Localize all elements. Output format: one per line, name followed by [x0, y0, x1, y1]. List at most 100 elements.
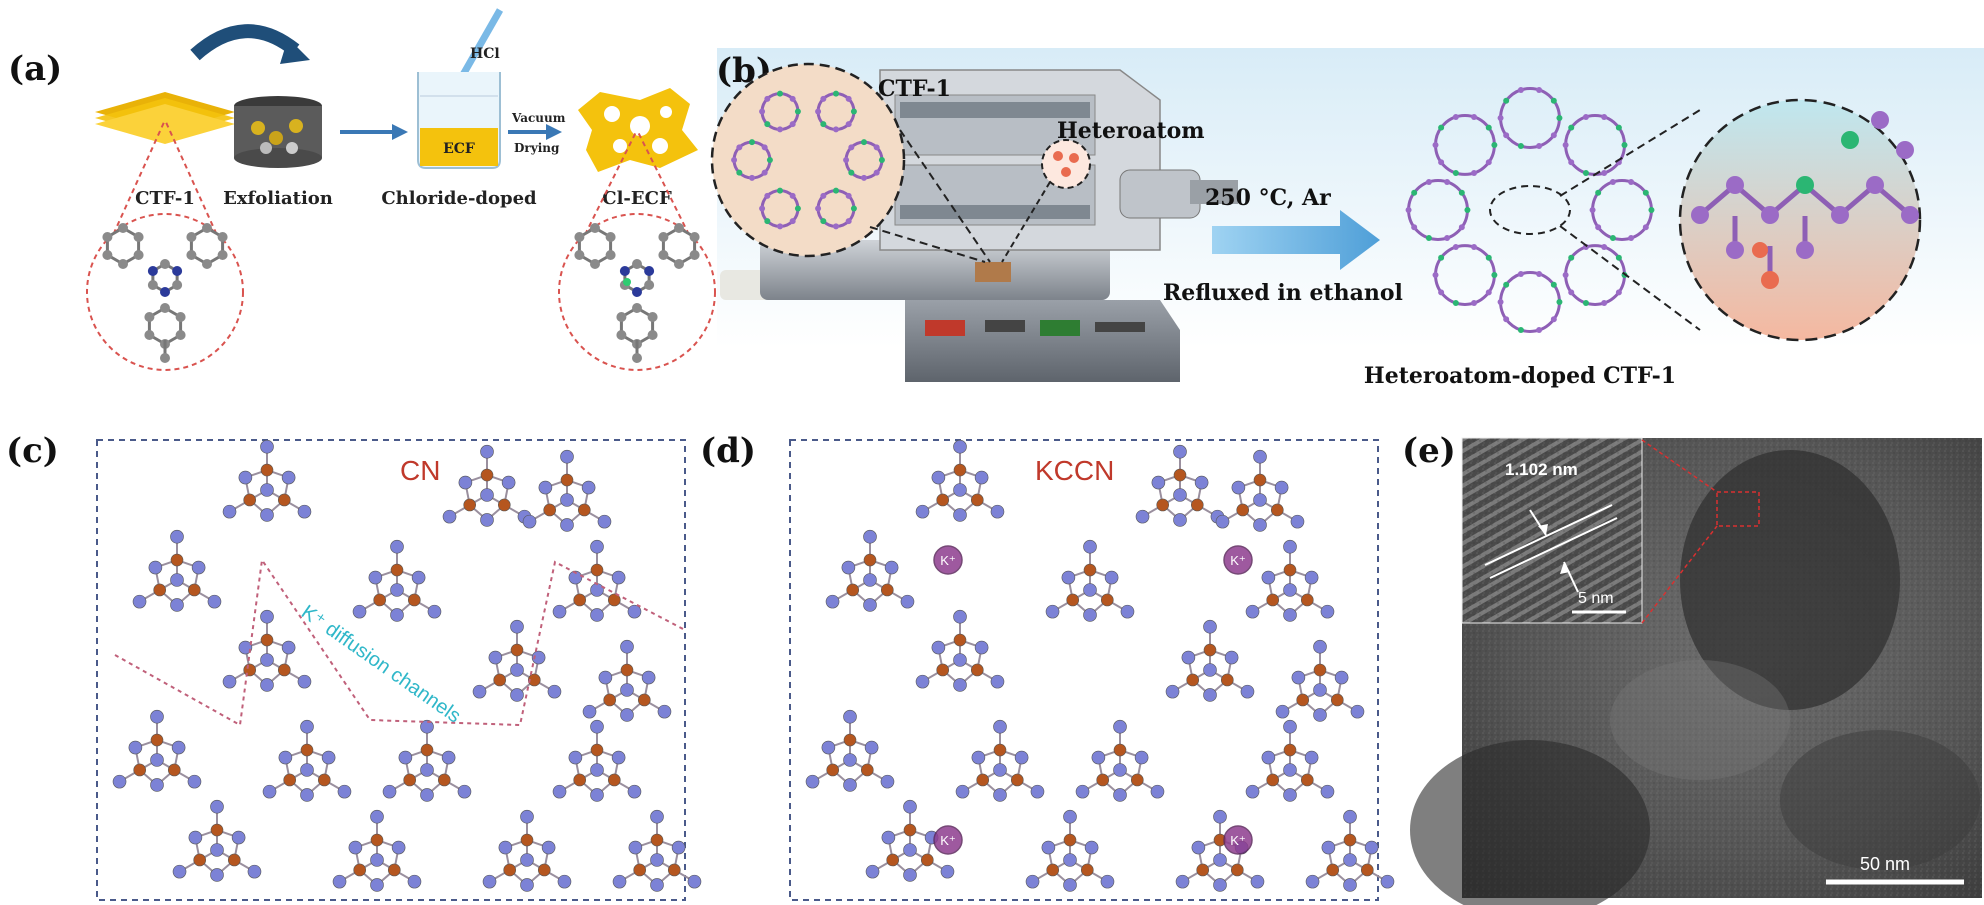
carbon-atom [886, 853, 900, 867]
nitrogen-atom [940, 864, 955, 879]
nitrogen-atom [1245, 784, 1260, 799]
carbon-atom [674, 259, 684, 269]
nitrogen-atom [1150, 784, 1165, 799]
panel-d-frame [789, 439, 1379, 901]
nitrogen-atom [993, 719, 1007, 734]
inset-scale-label: 5 nm [1578, 590, 1614, 607]
panel-d: (d) KCCN K⁺K⁺K⁺K⁺ [700, 431, 1395, 901]
framework-atom [845, 218, 852, 225]
carbon-atom [860, 763, 874, 777]
nitrogen-atom [1275, 704, 1290, 719]
framework-atom [843, 157, 850, 163]
nitrogen-atom [222, 504, 237, 519]
nitrogen-atom [510, 619, 524, 634]
framework-atom [1615, 124, 1622, 131]
particle-dark-1 [1680, 450, 1900, 710]
nitrogen-atom [547, 684, 562, 699]
framework-atom [1503, 97, 1510, 104]
framework-atom [848, 144, 855, 151]
nitrogen-atom [501, 475, 516, 490]
nitrogen-atom [321, 750, 336, 765]
carbon-atom [202, 223, 212, 233]
heteroatom [1752, 242, 1768, 258]
nitrogen-atom [552, 604, 567, 619]
nitrogen-atom [210, 799, 224, 814]
nitrogen-atom [590, 539, 604, 554]
carbon-atom [147, 280, 158, 290]
framework-atom [1405, 207, 1412, 213]
nitrogen-atom [238, 470, 253, 485]
framework-atom [820, 95, 827, 102]
carbon-atom [210, 823, 224, 837]
nitrogen-atom [1045, 604, 1060, 619]
display-left [925, 320, 965, 336]
framework-atom [764, 192, 771, 199]
framework-atom [1411, 224, 1418, 231]
framework-atom [749, 174, 755, 181]
framework-atom [845, 95, 852, 102]
nitrogen-atom [391, 840, 406, 855]
nitrogen-atom [1175, 874, 1190, 889]
framework-atom [833, 187, 839, 194]
carbon-atom [993, 743, 1007, 757]
nitrogen-atom [1304, 570, 1319, 585]
carbon-atom [133, 763, 147, 777]
nitrogen-atom [458, 475, 473, 490]
nitrogen-atom [370, 809, 384, 824]
nitrogen-atom [1061, 570, 1076, 585]
nitrogen-atom [1215, 514, 1230, 529]
ctf1-label: CTF-1 [135, 188, 195, 209]
carbon-atom [1691, 206, 1709, 224]
nitrogen-atom [1796, 176, 1814, 194]
nitrogen-atom [915, 674, 930, 689]
nitrogen-atom [1320, 604, 1335, 619]
nitrogen-atom [864, 740, 879, 755]
nitrogen-atom [1245, 604, 1260, 619]
framework-atom [1562, 272, 1569, 279]
carbon-atom [186, 232, 197, 242]
nitrogen-atom [1173, 488, 1187, 502]
framework-atom [833, 223, 839, 230]
nitrogen-atom [297, 504, 312, 519]
ctf1-molecule-zoom [86, 119, 244, 371]
nitrogen-atom [1334, 670, 1349, 685]
framework-atom [1628, 179, 1635, 186]
zoom-region [1489, 185, 1571, 235]
curved-arrow-head [280, 38, 310, 64]
framework-atom [777, 90, 783, 97]
carbon-atom [370, 833, 384, 847]
carbon-atom [1046, 863, 1060, 877]
carbon-atom [607, 593, 621, 607]
framework-atom [761, 144, 768, 151]
carbon-atom [1300, 593, 1314, 607]
scale-label: 50 nm [1860, 854, 1910, 874]
framework-atom [1458, 224, 1465, 231]
nitrogen-atom [170, 529, 184, 544]
nitrogen-atom [620, 639, 634, 654]
nitrogen-atom [1113, 763, 1127, 777]
nitrogen-atom [628, 840, 643, 855]
nitrogen-atom [1253, 493, 1267, 507]
nitrogen-atom [650, 878, 664, 892]
nitrogen-atom [641, 670, 656, 685]
nitrogen-atom [238, 640, 253, 655]
framework-atom [1438, 289, 1445, 296]
nitrogen-atom [931, 470, 946, 485]
carbon-atom [573, 773, 587, 787]
nitrogen-atom [390, 583, 404, 597]
carbon-atom [1296, 693, 1310, 707]
nitrogen-atom [1304, 750, 1319, 765]
carbon-atom [497, 498, 511, 512]
carbon-atom [574, 232, 585, 242]
nitrogen-atom [1291, 670, 1306, 685]
carbon-atom [1796, 241, 1814, 259]
nitrogen-atom [1030, 784, 1045, 799]
nitrogen-atom [150, 778, 164, 792]
nitrogen-atom [953, 439, 967, 454]
carbon-atom [637, 693, 651, 707]
carbon-atom [826, 763, 840, 777]
carbon-atom [1156, 498, 1170, 512]
nitrogen-atom [210, 843, 224, 857]
framework-atom [1485, 124, 1492, 131]
carbon-atom [647, 312, 658, 322]
